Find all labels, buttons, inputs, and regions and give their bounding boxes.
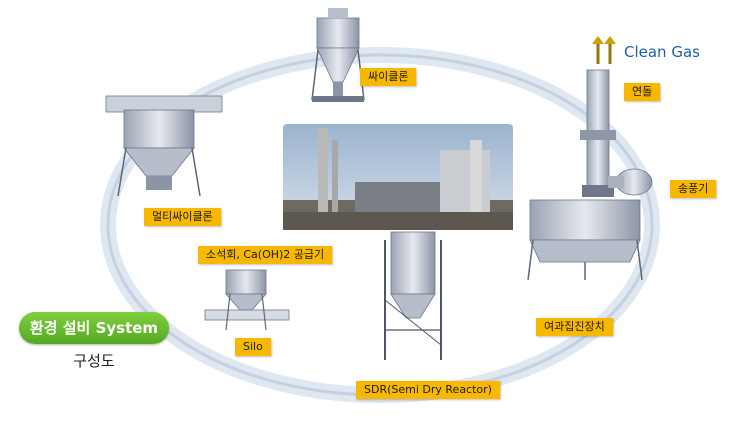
label-multi-cyclone: 멀티싸이클론 xyxy=(144,208,221,226)
blower-equipment xyxy=(608,168,653,196)
bag-filter-equipment xyxy=(527,199,643,281)
label-bag-filter: 여과집진장치 xyxy=(536,318,613,336)
label-lime-feeder: 소석회, Ca(OH)2 공급기 xyxy=(198,246,333,264)
plant-photo xyxy=(283,124,513,230)
title-badge: 환경 설비 System xyxy=(19,312,169,344)
label-silo: Silo xyxy=(235,338,271,356)
label-stack: 연돌 xyxy=(624,83,661,101)
silo-equipment xyxy=(204,269,290,331)
multi-cyclone-equipment xyxy=(105,95,223,197)
diagram-subtitle: 구성도 xyxy=(73,352,115,370)
stack-equipment xyxy=(580,36,616,197)
label-sdr: SDR(Semi Dry Reactor) xyxy=(356,381,500,399)
sdr-equipment xyxy=(384,231,442,360)
label-cyclone: 싸이클론 xyxy=(360,68,417,86)
clean-gas-label: Clean Gas xyxy=(624,43,700,61)
cyclone-equipment xyxy=(311,8,365,102)
label-blower: 송풍기 xyxy=(670,180,717,198)
